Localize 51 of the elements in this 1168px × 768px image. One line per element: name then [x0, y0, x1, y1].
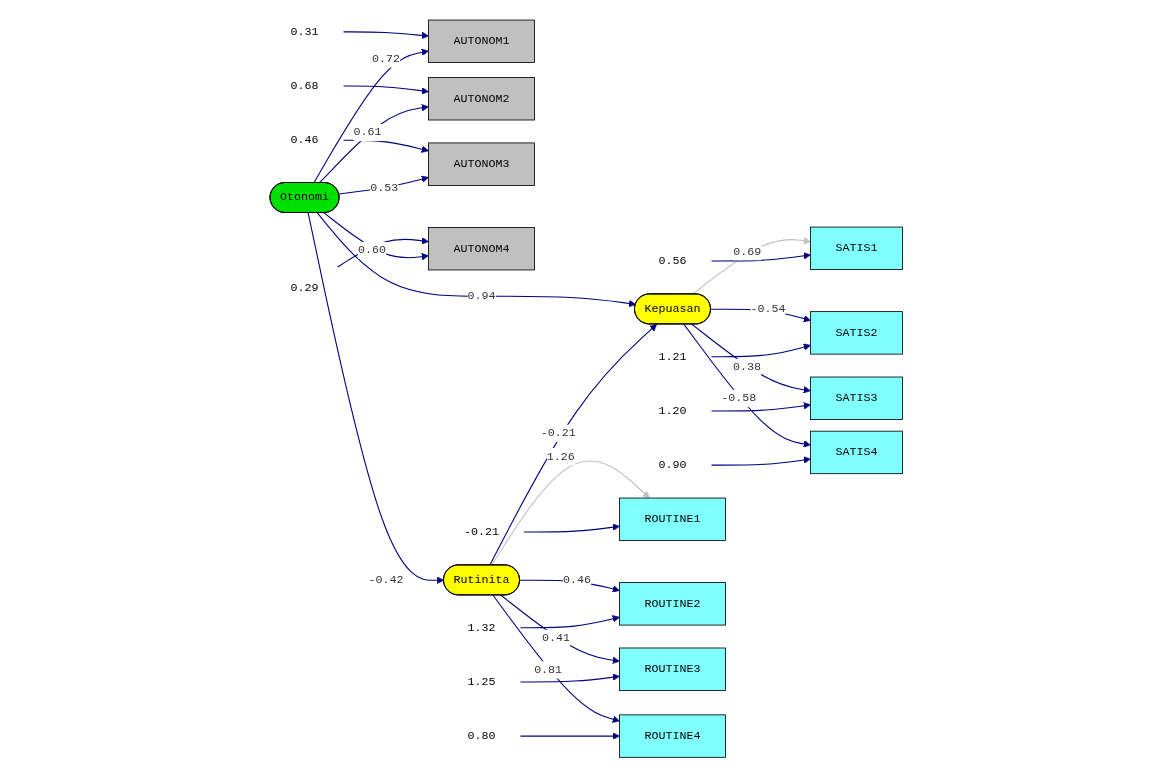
arrow [343, 85, 429, 95]
edge-label: 0.38 [732, 358, 761, 377]
arrow [519, 673, 620, 683]
arrow [710, 402, 811, 412]
indicator-box: SATIS1 [810, 226, 903, 270]
edge-label: 1.26 [546, 447, 575, 466]
edge-label: -0.21 [540, 424, 576, 443]
value-label: 0.90 [658, 458, 687, 472]
latent-ellipse: Otonomi [269, 182, 340, 213]
arrow [710, 456, 811, 466]
value-label: 0.80 [467, 729, 496, 743]
arrow [343, 31, 429, 40]
edge-label: -0.58 [721, 389, 757, 408]
arrow [519, 732, 620, 740]
indicator-box: SATIS2 [810, 311, 903, 355]
arrow [316, 212, 637, 308]
indicator-box: AUTONOM1 [428, 19, 535, 63]
arrow [313, 48, 429, 184]
edge-label: 0.61 [353, 123, 382, 142]
indicator-box: ROUTINE2 [619, 582, 726, 626]
value-label: 0.29 [290, 281, 319, 295]
indicator-box: ROUTINE3 [619, 647, 726, 691]
indicator-box: AUTONOM4 [428, 227, 535, 271]
edge-label: 0.41 [541, 629, 570, 648]
value-label: 0.56 [658, 253, 687, 268]
value-label: 0.46 [290, 133, 319, 147]
indicator-box: AUTONOM2 [428, 77, 535, 121]
edge-label: 0.60 [357, 241, 386, 260]
indicator-box: ROUTINE1 [619, 497, 726, 541]
edge-label: 0.81 [534, 661, 563, 679]
value-label: 1.32 [467, 620, 496, 635]
indicator-box: ROUTINE4 [619, 714, 726, 758]
indicator-box: SATIS4 [810, 430, 903, 475]
arrow [491, 460, 650, 566]
value-label: -0.21 [464, 524, 499, 539]
arrow [307, 212, 445, 584]
value-label: 0.68 [290, 79, 319, 93]
arrow [492, 594, 620, 723]
arrow [489, 324, 657, 566]
indicator-box: AUTONOM3 [428, 142, 535, 186]
arrow [710, 343, 811, 358]
value-label: 1.20 [658, 403, 687, 418]
value-label: 1.25 [467, 674, 496, 689]
arrow [523, 523, 620, 533]
latent-ellipse: Kepuasan [634, 293, 711, 325]
value-label: 0.31 [290, 24, 319, 39]
arrow [519, 615, 620, 629]
indicator-box: SATIS3 [810, 376, 903, 420]
edge-label: 0.69 [733, 243, 762, 261]
latent-ellipse: Rutinita [443, 564, 520, 596]
value-label: 1.21 [658, 349, 687, 364]
